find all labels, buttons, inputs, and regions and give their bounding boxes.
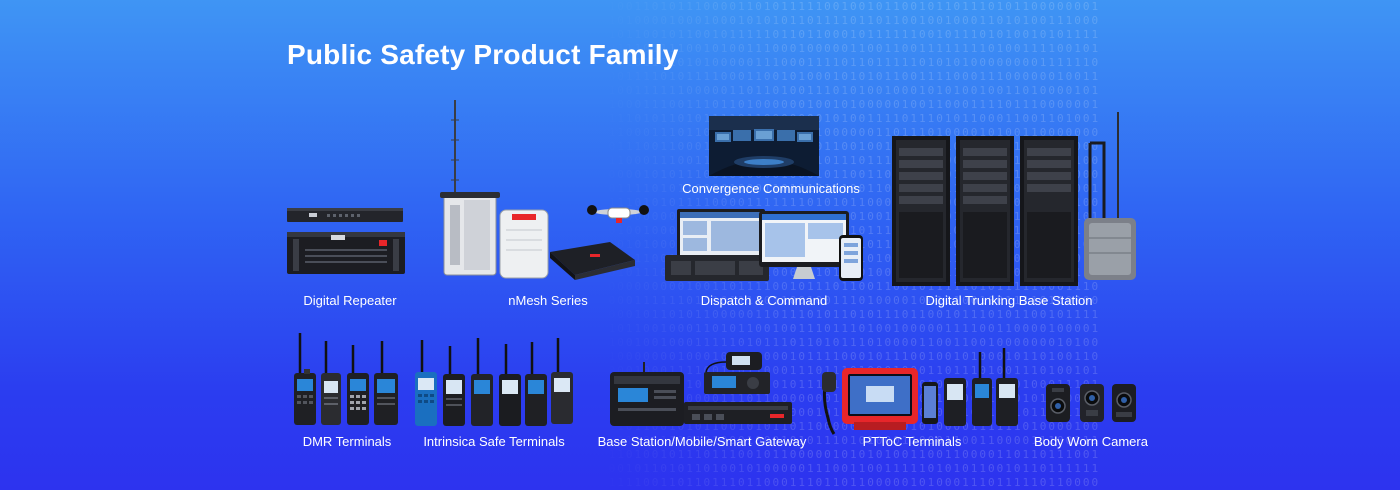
label-intrinsic-safe-terminals: Intrinsica Safe Terminals (423, 434, 565, 449)
body-worn-camera-image (1044, 382, 1140, 426)
page-title: Public Safety Product Family (287, 39, 679, 70)
pttoc-terminals-image (820, 348, 1025, 440)
nmesh-series-image (440, 100, 655, 280)
label-digital-trunking-base-station: Digital Trunking Base Station (925, 293, 1093, 308)
dmr-terminals-image (290, 333, 402, 427)
label-digital-repeater: Digital Repeater (303, 293, 397, 308)
label-pttoc-terminals: PTToC Terminals (862, 434, 962, 449)
control-room-image (709, 116, 819, 176)
intrinsic-safe-terminals-image (413, 338, 573, 428)
label-dispatch-command: Dispatch & Command (700, 293, 828, 308)
digital-trunking-base-station-image (890, 108, 1140, 286)
label-nmesh-series: nMesh Series (508, 293, 588, 308)
base-station-gateway-image (608, 348, 798, 428)
label-convergence-communications: Convergence Communications (682, 181, 860, 196)
label-base-station-gateway: Base Station/Mobile/Smart Gateway (597, 434, 807, 449)
dispatch-command-image (665, 205, 865, 285)
digital-repeater-image (287, 205, 407, 277)
label-body-worn-camera: Body Worn Camera (1034, 434, 1148, 449)
label-dmr-terminals: DMR Terminals (302, 434, 392, 449)
